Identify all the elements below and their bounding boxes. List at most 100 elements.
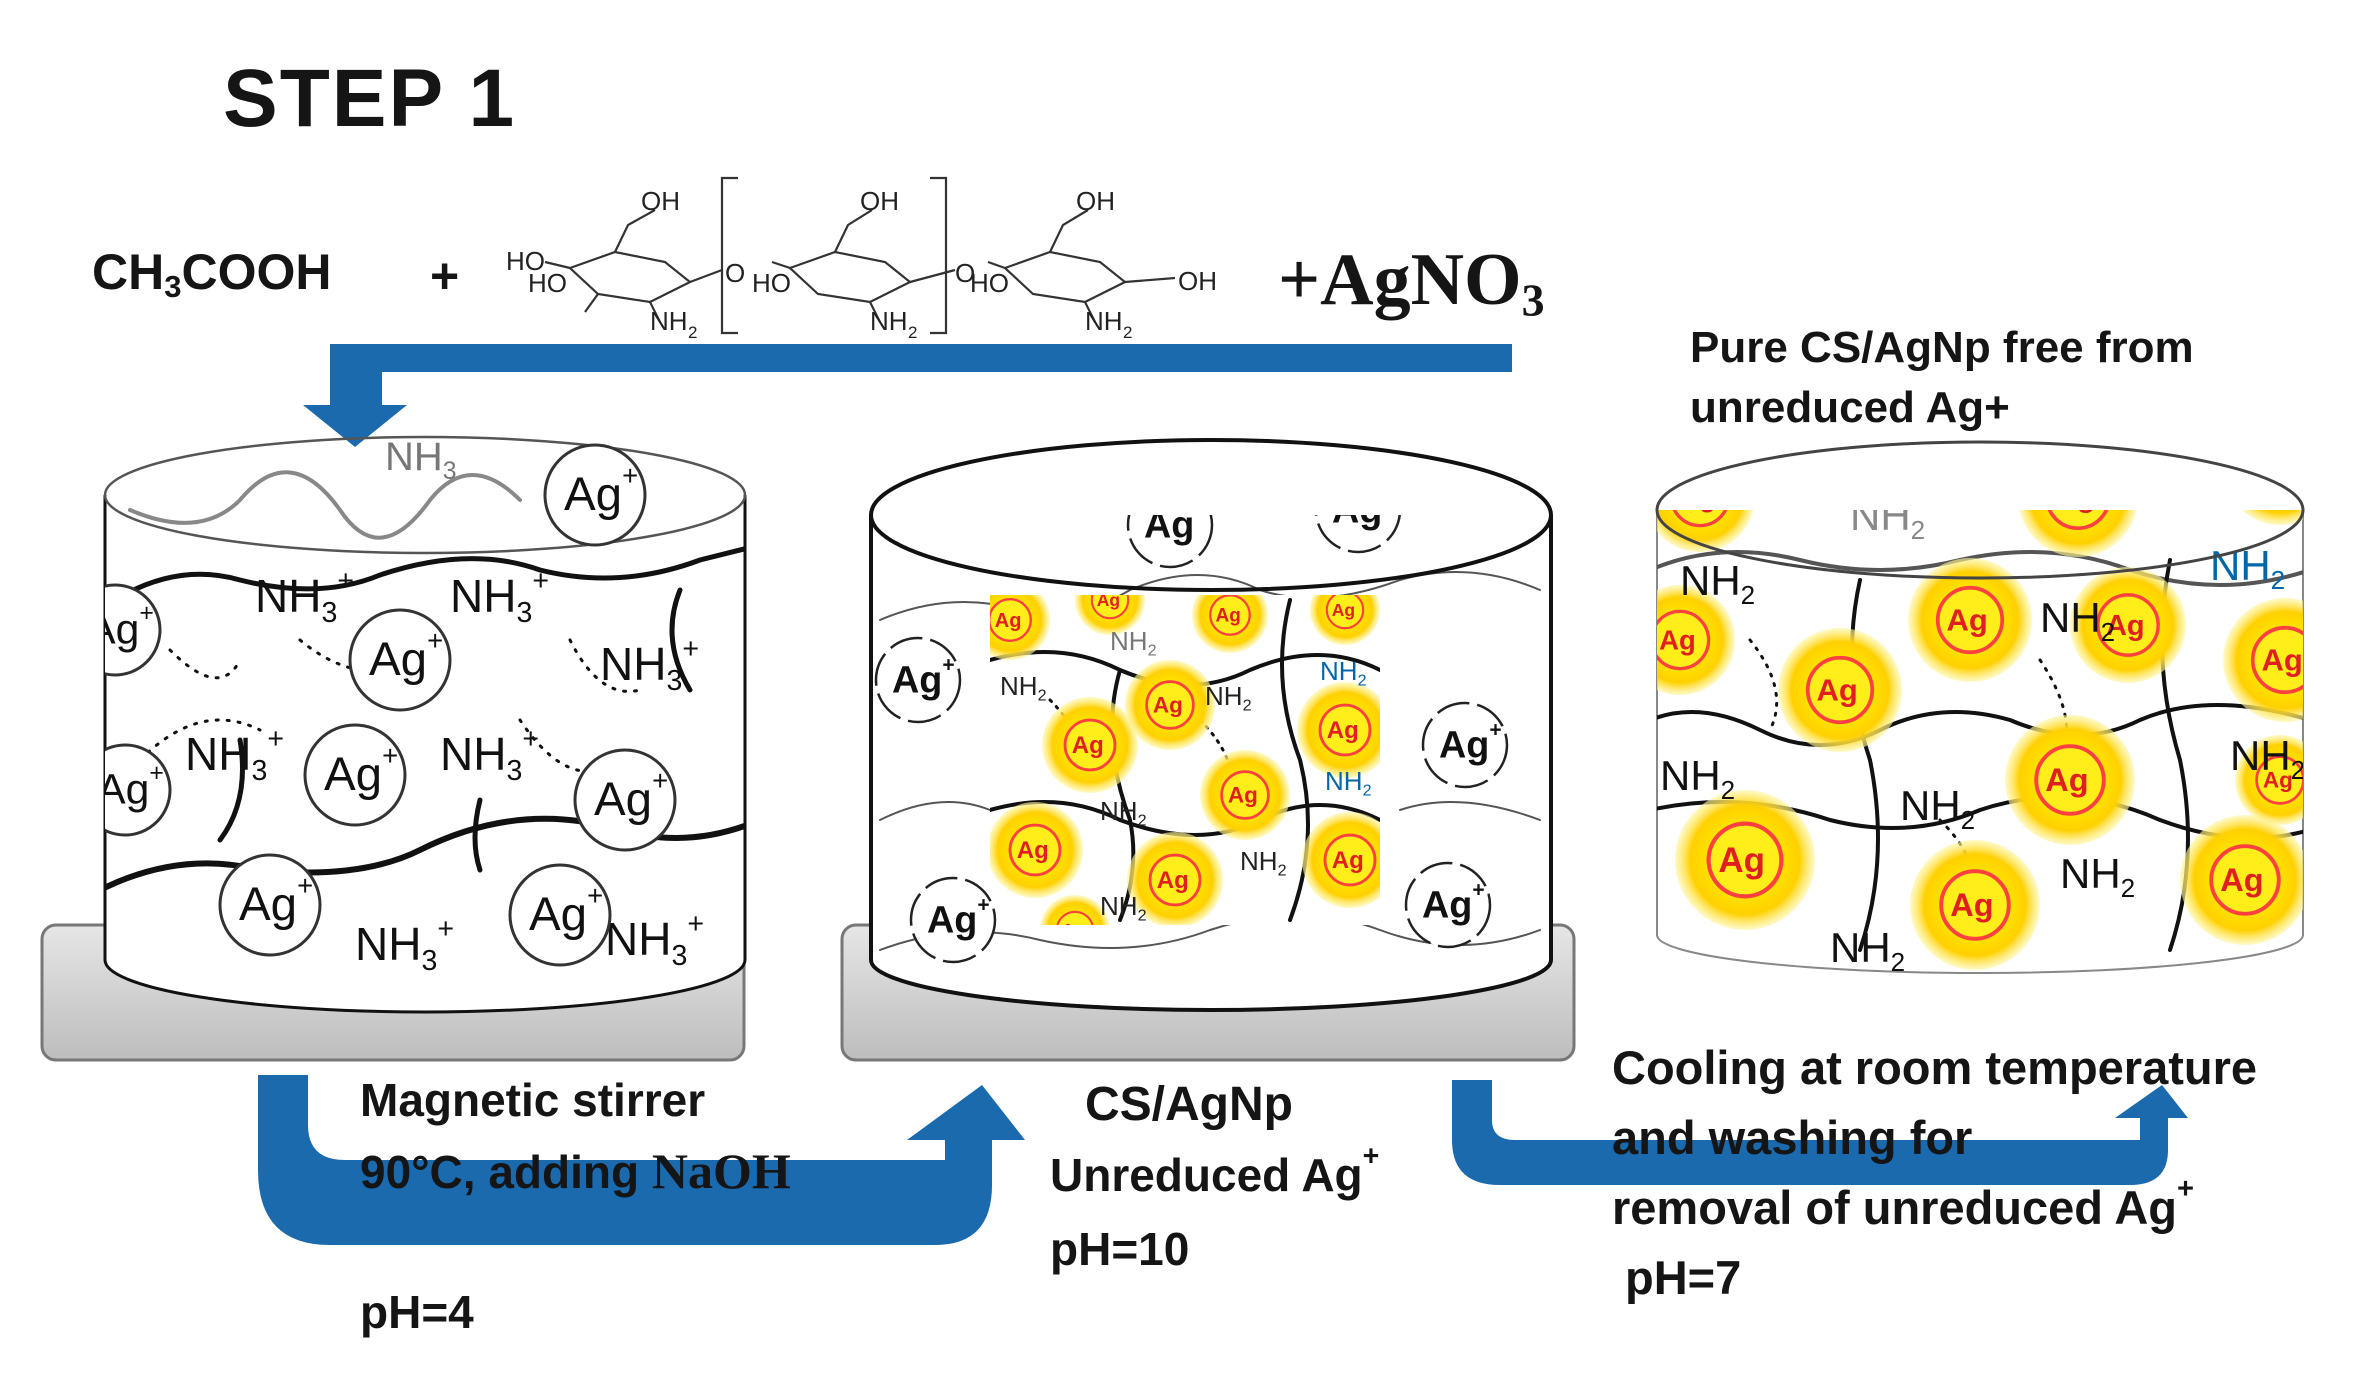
stage-3-ph: pH=7 (1625, 1251, 1742, 1304)
silver-nanoparticle: Ag (2005, 715, 2135, 845)
stage-2-unreduced: Unreduced Ag+ (1050, 1140, 1380, 1201)
silver-nanoparticle: Ag (1657, 510, 1755, 552)
stage-3-removal: removal of unreduced Ag+ (1612, 1172, 2194, 1234)
chitosan-structure (544, 176, 1176, 335)
svg-text:NH: NH (870, 306, 908, 336)
silver-nanoparticle: Ag (1297, 682, 1380, 778)
silver-nanoparticle: Ag (1125, 660, 1215, 750)
acetic-acid-formula: CH3COOH (92, 244, 332, 304)
silver-ion: Ag+ (573, 748, 677, 852)
oh-label-4: OH (1178, 266, 1217, 296)
flow-arrow-stage-2-to-3 (1452, 1080, 2188, 1185)
beaker-2-rim (869, 438, 1553, 592)
svg-text:Ag+: Ag+ (369, 625, 443, 686)
beaker-1-rim (103, 435, 747, 555)
ho-label-1: HO (506, 246, 545, 276)
stage-3-cooling: Cooling at room temperature (1612, 1041, 2258, 1094)
silver-nanoparticle: Ag (2018, 481, 2138, 557)
flow-arrow-top (303, 344, 1512, 447)
silver-nanoparticle: Ag (1910, 840, 2040, 970)
svg-text:Ag: Ag (1851, 447, 1884, 475)
silver-nanoparticle: Ag (1040, 895, 1110, 925)
svg-text:Ag: Ag (1946, 603, 1987, 638)
svg-text:NH: NH (1085, 306, 1123, 336)
stage-2-ph: pH=10 (1050, 1223, 1190, 1275)
svg-text:Ag: Ag (1332, 847, 1364, 874)
svg-text:Ag: Ag (2055, 481, 2095, 514)
silver-ion: Ag+ (1126, 515, 1214, 569)
svg-text:Ag+: Ag+ (594, 765, 668, 826)
stage-1-stirrer-label: Magnetic stirrer (360, 1074, 706, 1126)
svg-text:NH3: NH3 (385, 435, 457, 485)
silver-nanoparticle: Ag (1310, 595, 1380, 645)
chitosan-ring-2 (787, 250, 913, 304)
silver-ion: Ag+ (348, 608, 452, 712)
svg-text:Ag: Ag (995, 610, 1022, 632)
svg-text:Ag: Ag (2259, 454, 2296, 485)
silver-nanoparticle: Ag (2180, 815, 2303, 945)
silver-ion: Ag+ (543, 443, 647, 547)
svg-text:Ag: Ag (1327, 717, 1359, 744)
silver-ion: Ag+ (1404, 861, 1492, 949)
svg-text:2: 2 (1123, 323, 1132, 342)
svg-text:Ag: Ag (1153, 693, 1183, 718)
svg-text:Ag+: Ag+ (239, 870, 313, 931)
svg-text:2: 2 (908, 323, 917, 342)
svg-text:NH: NH (650, 306, 688, 336)
svg-text:NH2: NH2 (1850, 492, 1925, 545)
ho-label-2: HO (528, 268, 567, 298)
silver-nanoparticle: Ag (1778, 628, 1902, 752)
svg-text:Ag: Ag (1332, 600, 1355, 620)
silver-nanoparticle: Ag (2070, 567, 2186, 683)
svg-text:NH2: NH2 (1110, 626, 1157, 660)
svg-text:Ag: Ag (2220, 862, 2263, 898)
silver-nanoparticle: Ag (1192, 595, 1268, 653)
silver-nanoparticle: Ag (2223, 598, 2303, 722)
silver-nanoparticle: Ag (2235, 735, 2303, 825)
plus-sign: + (430, 248, 460, 304)
silver-nanoparticle: Ag (1302, 812, 1380, 908)
stage-2-title: CS/AgNp (1085, 1078, 1293, 1131)
silver-nitrate-formula: +AgNO3 (1278, 239, 1545, 326)
svg-text:Ag: Ag (1718, 841, 1765, 880)
silver-nanoparticle: Ag (990, 595, 1050, 660)
svg-text:Ag: Ag (1659, 624, 1696, 655)
silver-nanoparticle: Ag (1075, 590, 1145, 635)
svg-text:Ag: Ag (1216, 605, 1241, 626)
chitosan-ring-1 (567, 250, 693, 304)
svg-text:Ag: Ag (1097, 590, 1120, 610)
oh-label-2: OH (860, 186, 899, 216)
silver-nanoparticle: Ag (990, 802, 1083, 898)
silver-ion: Ag+ (909, 876, 997, 964)
silver-nanoparticle: Ag (1127, 832, 1223, 925)
silver-ion: Ag+ (1421, 701, 1509, 789)
svg-text:NH2: NH2 (1100, 891, 1147, 925)
stage-3-heading-1: Pure CS/AgNp free from (1690, 323, 2194, 372)
svg-text:Ag+: Ag+ (1332, 484, 1395, 532)
svg-text:Ag: Ag (1157, 867, 1189, 894)
silver-nanoparticle: Ag (1908, 558, 2032, 682)
svg-text:Ag: Ag (2261, 643, 2302, 678)
silver-ion: Ag+ (1314, 484, 1402, 554)
silver-nanoparticle: Ag (1042, 697, 1138, 793)
ho-label-4: HO (970, 268, 1009, 298)
silver-ion: Ag+ (508, 863, 612, 967)
silver-nanoparticle: Ag (1200, 750, 1290, 840)
nh3-label: NH3 (385, 435, 457, 485)
svg-text:Ag: Ag (1017, 837, 1049, 864)
silver-ion: Ag+ (218, 853, 322, 957)
o-label-1: O (725, 258, 745, 288)
silver-ion: Ag+ (874, 636, 962, 724)
stage-3-washing: and washing for (1612, 1111, 1973, 1164)
svg-text:Ag: Ag (1228, 783, 1258, 808)
svg-text:Ag: Ag (1072, 732, 1104, 759)
stage-1-conditions: 90°C, adding NaOH (360, 1143, 791, 1199)
svg-text:Ag: Ag (1950, 887, 1993, 923)
svg-text:Ag: Ag (1816, 673, 1857, 708)
stage-3-heading-2: unreduced Ag+ (1690, 383, 2010, 432)
